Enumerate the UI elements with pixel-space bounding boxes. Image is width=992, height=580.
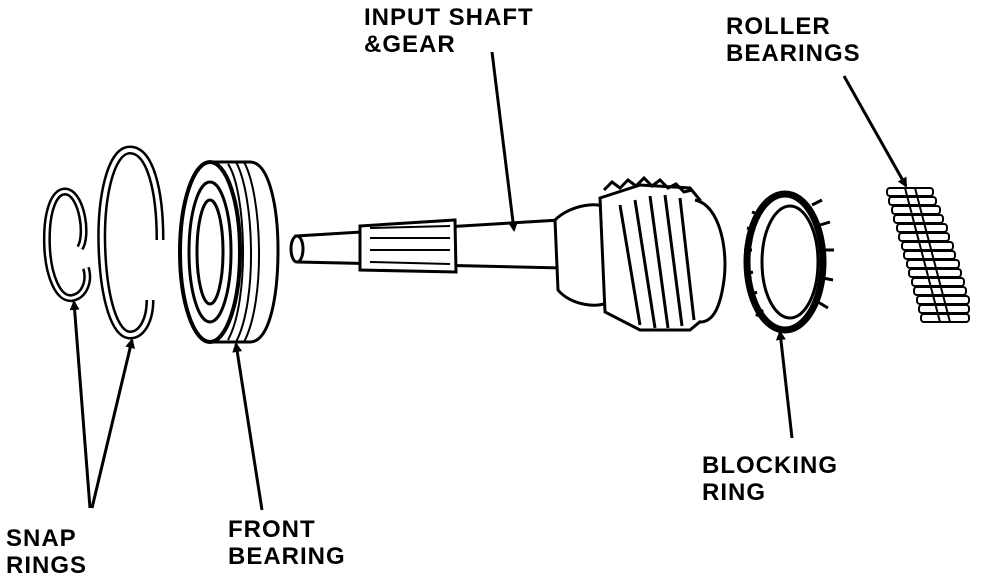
label-blocking-ring: BLOCKING RING: [702, 452, 838, 506]
large-snap-ring: [97, 145, 165, 340]
label-blocking-ring-line-2: RING: [702, 479, 766, 506]
leader-arrows: [69, 51, 908, 511]
input-shaft-and-gear: [289, 175, 727, 332]
blocking-ring-arrow: [775, 330, 794, 439]
label-snap-rings-line-2: RINGS: [6, 552, 88, 579]
label-input-shaft-line-2: &GEAR: [364, 31, 456, 58]
front-bearing: [178, 160, 280, 344]
label-blocking-ring-line-1: BLOCKING: [702, 452, 838, 479]
roller-bearings: [886, 187, 970, 323]
label-input-shaft-gear: INPUT SHAFT &GEAR: [364, 4, 534, 58]
label-input-shaft-line-1: INPUT SHAFT: [364, 4, 534, 31]
front-bearing-arrow: [232, 342, 264, 511]
label-front-bearing: FRONT BEARING: [228, 516, 346, 570]
label-roller-bearings: ROLLER BEARINGS: [726, 13, 861, 67]
input-shaft-arrow: [490, 51, 518, 232]
roller-bearings-arrow: [842, 75, 908, 188]
label-front-bearing-line-2: BEARING: [228, 543, 346, 570]
snap-ring-arrow-large: [90, 338, 136, 509]
label-snap-rings: SNAP RINGS: [6, 525, 87, 579]
blocking-ring: [743, 190, 834, 334]
snap-ring-arrow-small: [69, 300, 92, 509]
label-roller-bearings-line-1: ROLLER: [726, 13, 831, 40]
small-snap-ring: [42, 187, 92, 302]
label-front-bearing-line-1: FRONT: [228, 516, 316, 543]
label-snap-rings-line-1: SNAP: [6, 525, 77, 552]
label-roller-bearings-line-2: BEARINGS: [726, 40, 861, 67]
